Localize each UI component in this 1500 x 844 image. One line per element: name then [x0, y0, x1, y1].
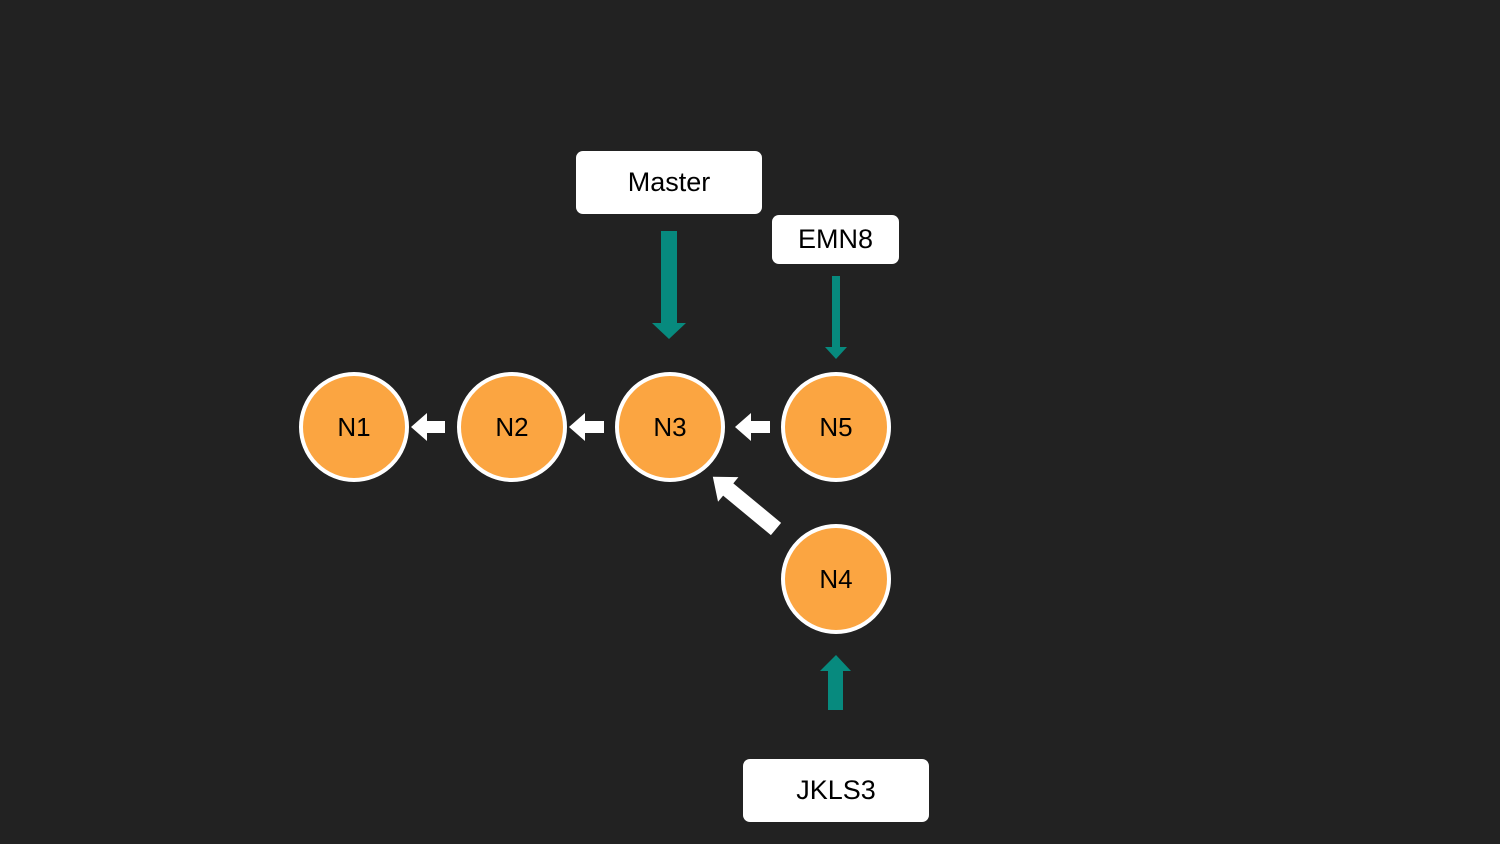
arrow-n5-to-n3	[735, 413, 770, 441]
label-jkls3: JKLS3	[743, 759, 929, 822]
label-emn8: EMN8	[772, 215, 899, 264]
node-n5-label: N5	[819, 411, 853, 442]
node-n2-label: N2	[495, 411, 529, 442]
arrow-n3-to-n2	[569, 413, 604, 441]
node-n2: N2	[457, 372, 567, 482]
arrow-n2-to-n1	[411, 413, 445, 441]
arrow-master-to-n3	[652, 231, 686, 339]
arrow-emn8-to-n5	[825, 276, 847, 359]
arrow-jkls3-to-n4	[820, 655, 851, 710]
node-n4-label: N4	[819, 563, 853, 594]
node-n5: N5	[781, 372, 891, 482]
node-n1-label: N1	[337, 411, 371, 442]
label-jkls3-text: JKLS3	[796, 775, 876, 805]
node-n4: N4	[781, 524, 891, 634]
label-master: Master	[576, 151, 762, 214]
arrow-n4-to-n3	[712, 476, 782, 536]
node-n1: N1	[299, 372, 409, 482]
label-emn8-text: EMN8	[797, 224, 873, 254]
label-master-text: Master	[627, 167, 711, 197]
node-n3-label: N3	[653, 411, 687, 442]
node-n3: N3	[615, 372, 725, 482]
